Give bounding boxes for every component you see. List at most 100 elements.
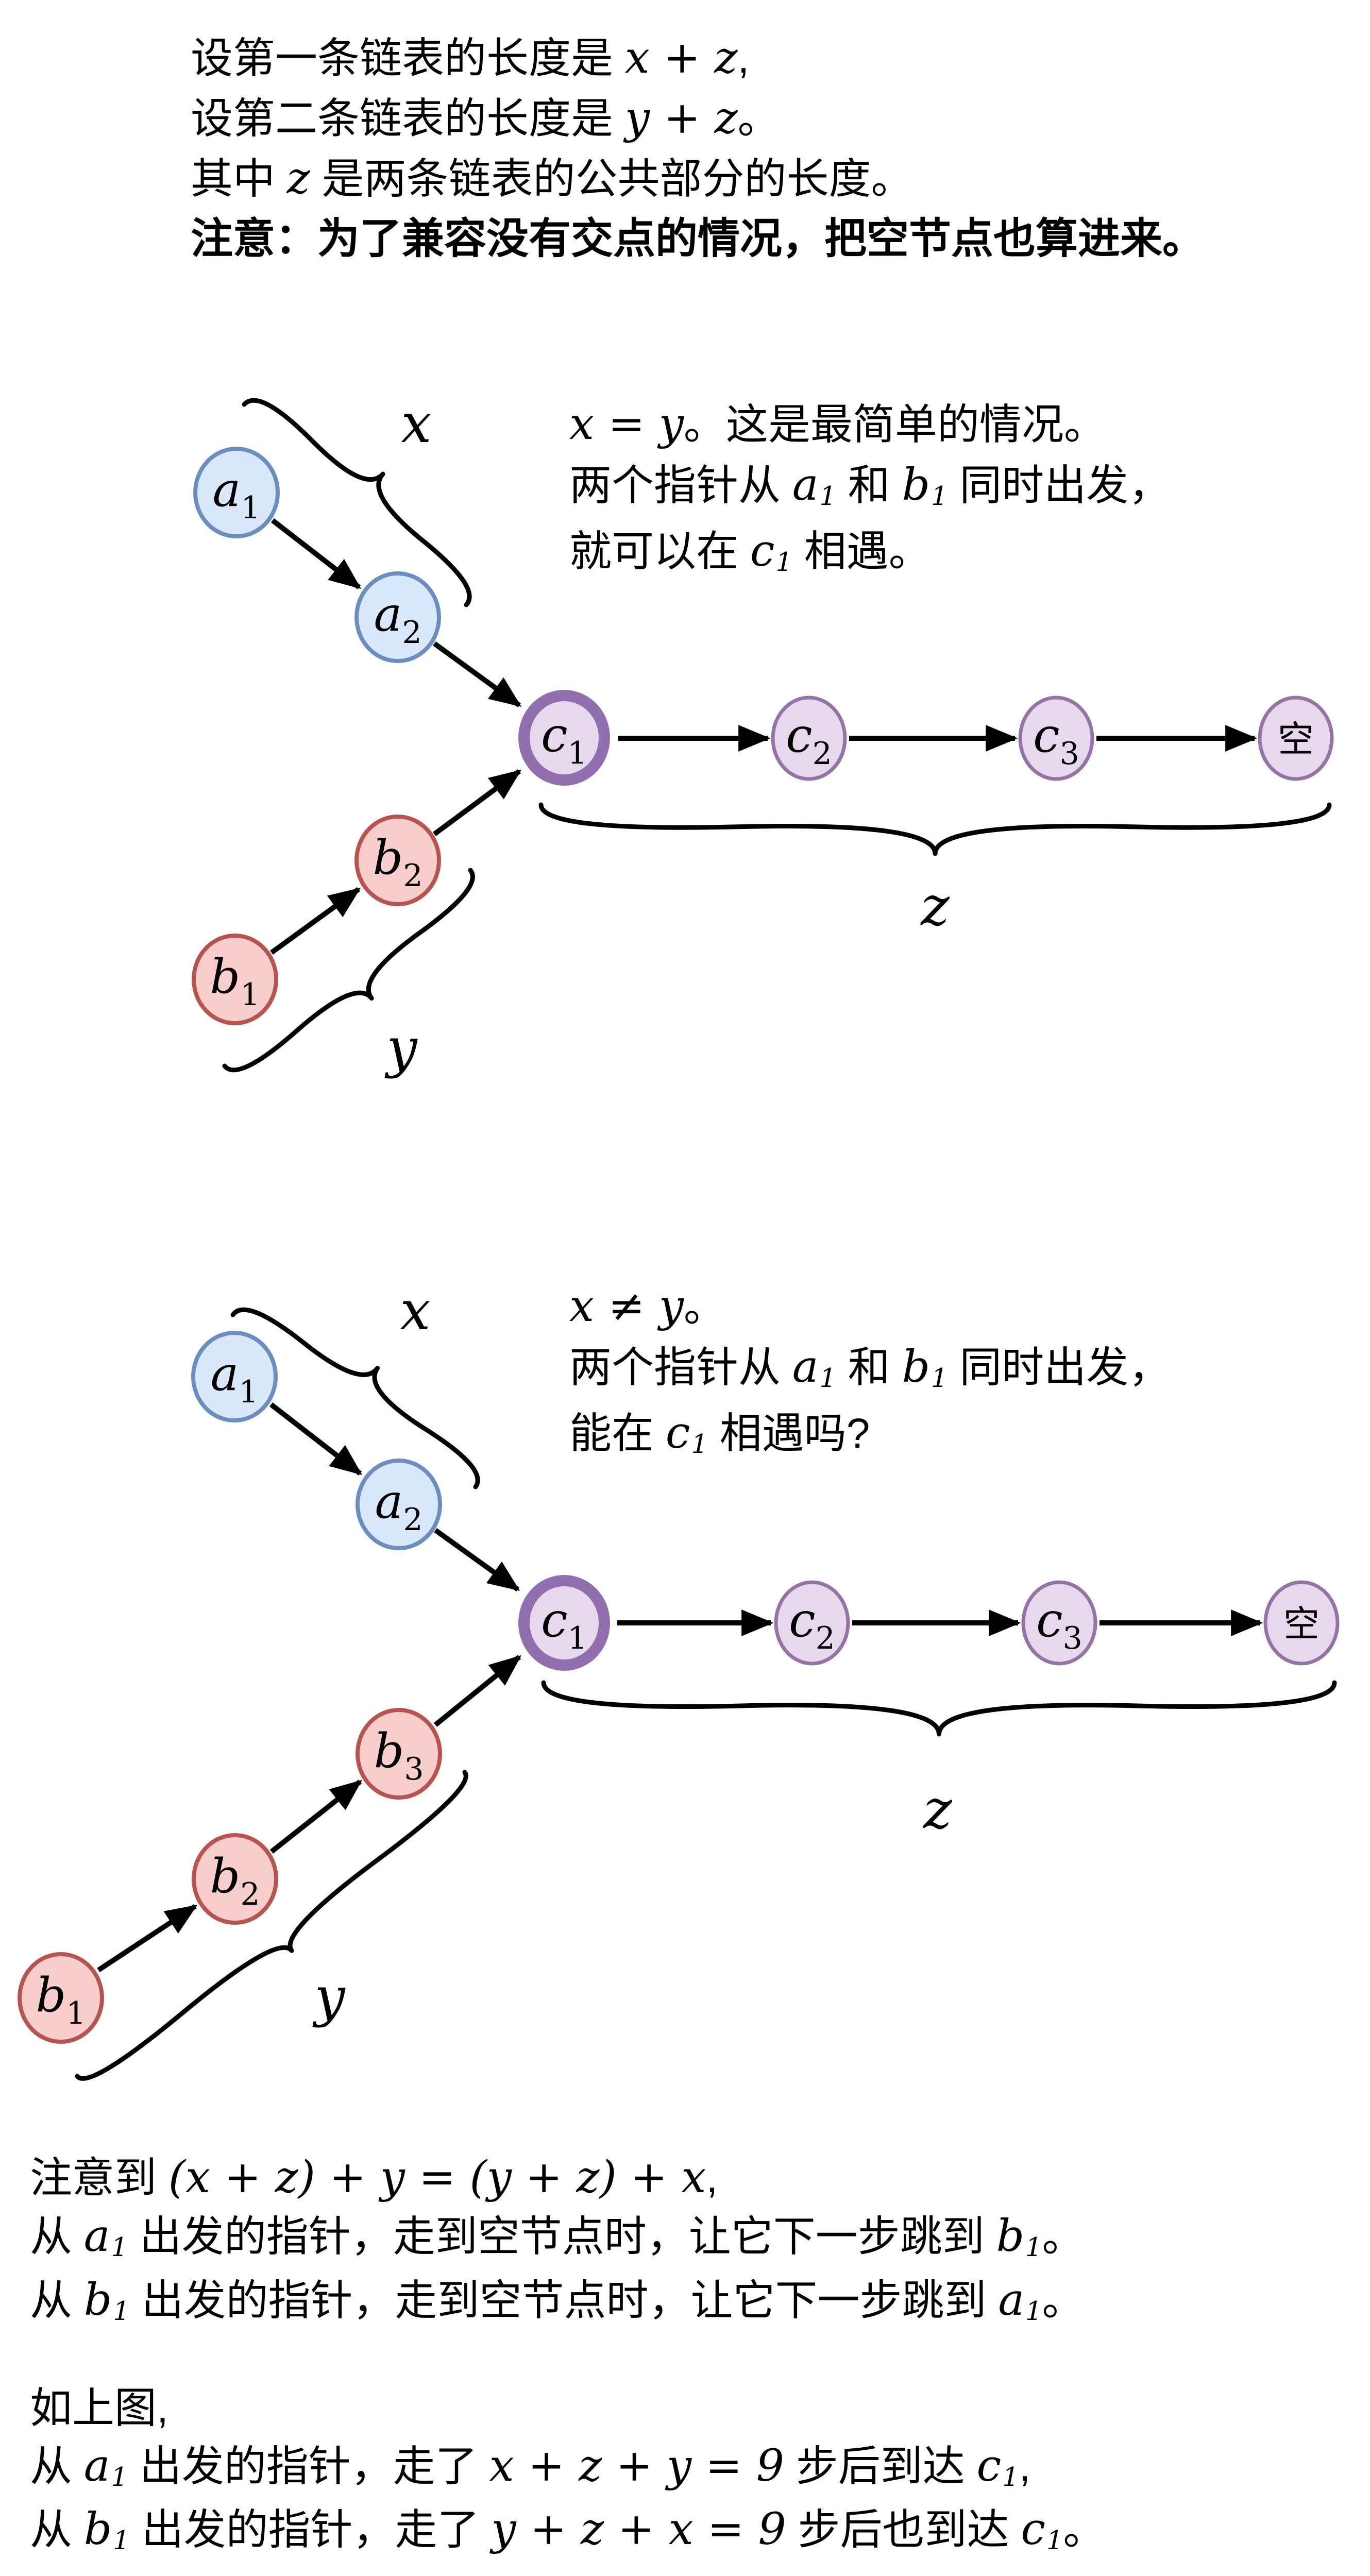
d1-node-c1-intersection: c1 [518, 690, 610, 786]
analysis-line-1: 注意到 (x + z) + y = (y + z) + x, [30, 2148, 1085, 2207]
diagram1-caption: x = y。这是最简单的情况。 两个指针从 a1 和 b1 同时出发， 就可以在… [569, 394, 1171, 587]
svg-text:空: 空 [1283, 1604, 1320, 1644]
text-segment: a [998, 2275, 1025, 2326]
text-segment: 同时出发， [948, 1344, 1171, 1391]
text-segment: 。 [1042, 2277, 1085, 2324]
text-segment: b [902, 460, 931, 511]
d1-caption-line-3: 就可以在 c1 相遇。 [569, 521, 1171, 587]
text-segment: 。 [1042, 2213, 1085, 2260]
svg-text:a2: a2 [374, 587, 421, 651]
text-segment: 。 [683, 1283, 726, 1330]
d2-brace-z [541, 1680, 1337, 1737]
text-segment: x = y [569, 399, 684, 450]
text-segment: y + z [624, 93, 738, 144]
d1-arrow-a1-a2 [270, 518, 362, 589]
text-segment: 能在 [569, 1410, 666, 1457]
text-segment: 相遇。 [792, 528, 931, 575]
svg-text:b1: b1 [210, 949, 260, 1013]
text-segment: 和 [836, 462, 902, 509]
text-segment: c [976, 2441, 1002, 2492]
svg-text:空: 空 [1278, 719, 1314, 759]
text-segment: 1 [1002, 2462, 1019, 2493]
d2-caption-line-2: 两个指针从 a1 和 b1 同时出发， [569, 1337, 1171, 1403]
d2-arrow-a2-c1 [434, 1528, 520, 1592]
svg-text:b1: b1 [36, 1968, 86, 2031]
intro-line-2: 设第二条链表的长度是 y + z。 [191, 89, 1205, 149]
d2-label-x: x [400, 1279, 430, 1342]
text-segment: 1 [931, 1363, 948, 1394]
d1-node-a2: a2 [354, 571, 441, 663]
d1-caption-line-2: 两个指针从 a1 和 b1 同时出发， [569, 455, 1171, 521]
text-segment: y + z + x = 9 [491, 2504, 786, 2555]
text-segment: 。 [737, 95, 780, 142]
d1-label-y: y [384, 1016, 418, 1079]
d2-node-b3: b3 [356, 1708, 442, 1800]
text-segment: b [902, 1342, 931, 1393]
text-segment: 两个指针从 [569, 462, 792, 509]
text-segment: 出发的指针，走到空节点时，让它下一步跳到 [127, 2213, 996, 2260]
text-segment: 1 [113, 2525, 130, 2556]
d2-label-z: z [922, 1778, 952, 1841]
d1-arrow-b1-b2 [270, 887, 361, 955]
text-segment: a [792, 460, 819, 511]
d2-arrow-a1-a2 [269, 1402, 363, 1476]
text-segment: , [706, 2155, 718, 2201]
d2-node-c1-intersection: c1 [518, 1575, 610, 1671]
d1-node-empty: 空 [1258, 696, 1334, 781]
d2-node-b1: b1 [18, 1952, 104, 2044]
text-segment: 1 [111, 2462, 128, 2493]
text-segment: 相遇吗? [707, 1410, 870, 1457]
text-segment: a [83, 2441, 110, 2492]
analysis-text: 注意到 (x + z) + y = (y + z) + x, 从 a1 出发的指… [30, 2148, 1085, 2335]
text-segment: , [737, 35, 750, 82]
text-segment: 设第一条链表的长度是 [191, 35, 625, 82]
svg-text:a1: a1 [212, 462, 260, 526]
text-segment: x + z [624, 32, 738, 83]
d2-node-b2: b2 [192, 1833, 278, 1925]
walkthrough-line-3: 从 b1 出发的指针，走了 y + z + x = 9 步后也到达 c1。 [30, 2501, 1105, 2564]
analysis-line-2: 从 a1 出发的指针，走到空节点时，让它下一步跳到 b1。 [30, 2207, 1085, 2271]
diagram2-caption: x ≠ y。 两个指针从 a1 和 b1 同时出发， 能在 c1 相遇吗? [569, 1276, 1171, 1469]
text-segment: 步后也到达 [786, 2506, 1021, 2553]
d1-node-b1: b1 [192, 934, 278, 1025]
d2-caption-line-3: 能在 c1 相遇吗? [569, 1403, 1171, 1469]
text-segment: c [665, 1408, 690, 1459]
text-segment: 从 [30, 2506, 84, 2553]
svg-text:c1: c1 [541, 1592, 587, 1656]
svg-text:c3: c3 [1033, 708, 1079, 772]
text-segment: 1 [1025, 2232, 1042, 2263]
d1-label-z: z [920, 875, 950, 938]
d2-node-a1: a1 [191, 1331, 278, 1422]
d1-node-b2: b2 [354, 815, 441, 906]
d2-caption-line-1: x ≠ y。 [569, 1276, 1171, 1337]
text-segment: 1 [111, 2232, 128, 2263]
d1-arrow-a2-c1 [433, 641, 522, 708]
svg-text:a2: a2 [375, 1474, 422, 1538]
d1-node-c3: c3 [1018, 696, 1094, 781]
svg-text:c3: c3 [1036, 1592, 1083, 1656]
text-segment: 注意：为了兼容没有交点的情况，把空节点也算进来。 [191, 215, 1205, 262]
text-segment: c [1021, 2504, 1046, 2555]
svg-text:c2: c2 [789, 1592, 835, 1656]
diagram-2-x-not-equal-y: x y z a1 a2 b3 b2 b1 c1 c2 [18, 1279, 1340, 2081]
text-segment: x + z + y = 9 [489, 2441, 784, 2492]
text-segment: 步后到达 [784, 2443, 977, 2490]
text-segment: 1 [691, 1429, 708, 1460]
d1-caption-line-1: x = y。这是最简单的情况。 [569, 394, 1171, 455]
d2-label-y: y [312, 1965, 346, 2028]
text-segment: 。 [1063, 2506, 1106, 2553]
text-segment: (x + z) + y = (y + z) + x [168, 2152, 706, 2203]
intro-line-4-note: 注意：为了兼容没有交点的情况，把空节点也算进来。 [191, 209, 1205, 269]
text-segment: 是两条链表的公共部分的长度。 [310, 156, 914, 202]
text-segment: 同时出发， [948, 462, 1171, 509]
text-segment: b [996, 2211, 1025, 2262]
svg-text:c1: c1 [541, 707, 587, 771]
text-segment: 1 [113, 2296, 130, 2327]
d2-arrow-b2-b3 [269, 1780, 363, 1854]
text-segment: 1 [931, 481, 948, 512]
text-segment: 注意到 [30, 2155, 168, 2201]
text-segment: b [83, 2275, 112, 2326]
d1-label-x: x [401, 392, 431, 455]
d1-arrow-b2-c1 [433, 769, 522, 837]
